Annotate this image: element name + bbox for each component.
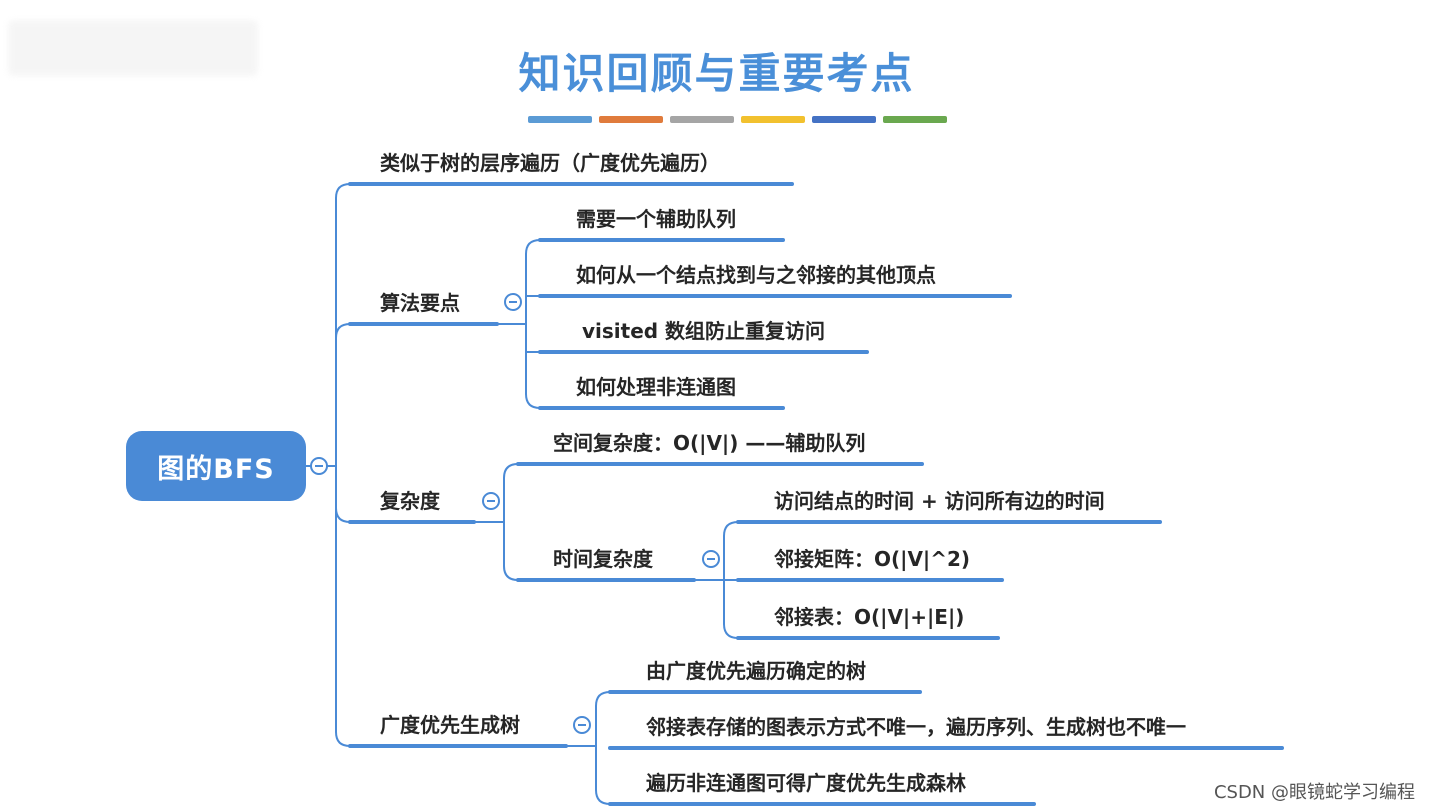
collapse-toggle-icon[interactable] — [573, 716, 591, 734]
color-swatch — [670, 116, 734, 123]
branch-label: 类似于树的层序遍历（广度优先遍历） — [380, 151, 720, 175]
connector-line — [525, 239, 541, 255]
connector-line — [335, 507, 351, 523]
connector-line — [595, 691, 611, 707]
branch-label: 广度优先生成树 — [380, 713, 520, 737]
connector-line — [335, 323, 351, 339]
connector-line — [503, 565, 519, 581]
branch-label: 算法要点 — [380, 291, 460, 315]
connector-line — [595, 789, 611, 805]
leaf-label: 遍历非连通图可得广度优先生成森林 — [646, 771, 966, 795]
csdn-watermark: CSDN @眼镜蛇学习编程 — [1213, 782, 1415, 803]
blurred-header-watermark — [8, 20, 258, 76]
leaf-label: 由广度优先遍历确定的树 — [646, 659, 866, 683]
leaf-label: visited 数组防止重复访问 — [582, 319, 826, 343]
color-swatch — [883, 116, 947, 123]
connector-line — [723, 623, 739, 639]
sub-branch-label: 时间复杂度 — [553, 547, 653, 571]
branch-label: 复杂度 — [380, 489, 440, 513]
collapse-toggle-icon[interactable] — [310, 457, 328, 475]
leaf-label: 邻接表存储的图表示方式不唯一，遍历序列、生成树也不唯一 — [646, 715, 1186, 739]
leaf-label: 访问结点的时间 + 访问所有边的时间 — [774, 489, 1105, 513]
leaf-label: 如何处理非连通图 — [576, 375, 736, 399]
collapse-toggle-icon[interactable] — [482, 492, 500, 510]
color-swatch — [812, 116, 876, 123]
connector-line — [335, 731, 351, 747]
collapse-toggle-icon[interactable] — [504, 293, 522, 311]
connector-line — [503, 463, 519, 479]
leaf-label: 需要一个辅助队列 — [576, 207, 736, 231]
connector-line — [525, 393, 541, 409]
leaf-label: 如何从一个结点找到与之邻接的其他顶点 — [576, 263, 936, 287]
color-swatch — [599, 116, 663, 123]
root-node[interactable]: 图的BFS — [126, 431, 306, 501]
color-swatch — [528, 116, 592, 123]
connector-line — [335, 183, 351, 199]
connector-line — [723, 521, 739, 537]
leaf-label: 邻接矩阵：O(|V|^2) — [774, 547, 971, 571]
leaf-label: 邻接表：O(|V|+|E|) — [774, 605, 965, 629]
page-title: 知识回顾与重要考点 — [518, 49, 915, 98]
sub-branch-label: 空间复杂度：O(|V|) ——辅助队列 — [553, 431, 866, 455]
color-swatch — [741, 116, 805, 123]
collapse-toggle-icon[interactable] — [702, 550, 720, 568]
